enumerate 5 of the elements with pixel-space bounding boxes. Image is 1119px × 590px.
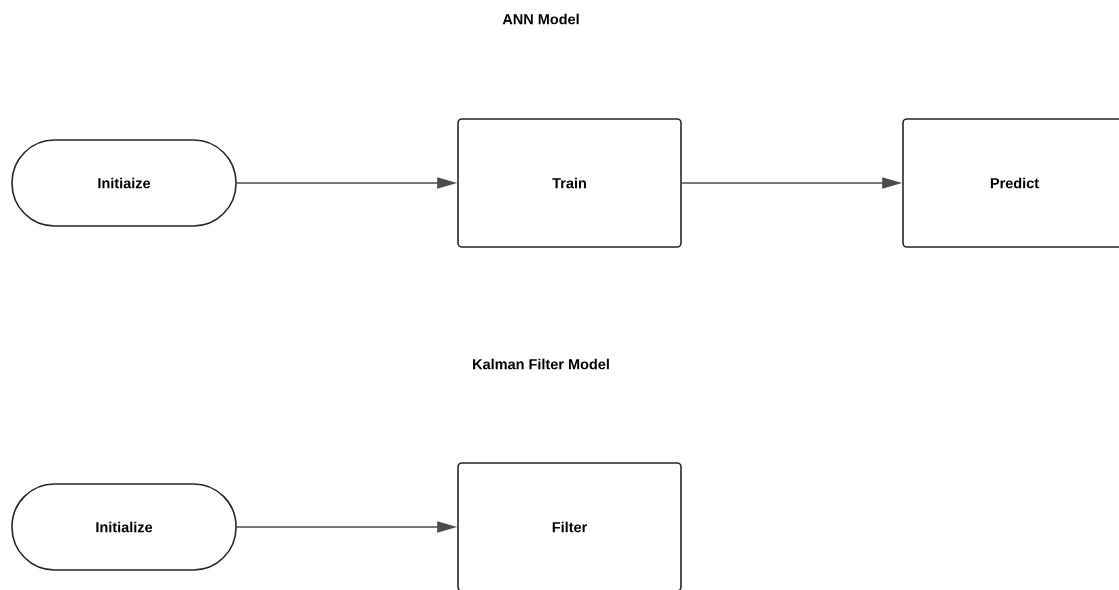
process-box: Train: [457, 118, 682, 248]
section-title: Kalman Filter Model: [473, 358, 609, 370]
process-box: Filter: [457, 462, 682, 590]
section-title: ANN Model: [502, 13, 579, 25]
process-box: Predict: [902, 118, 1119, 248]
